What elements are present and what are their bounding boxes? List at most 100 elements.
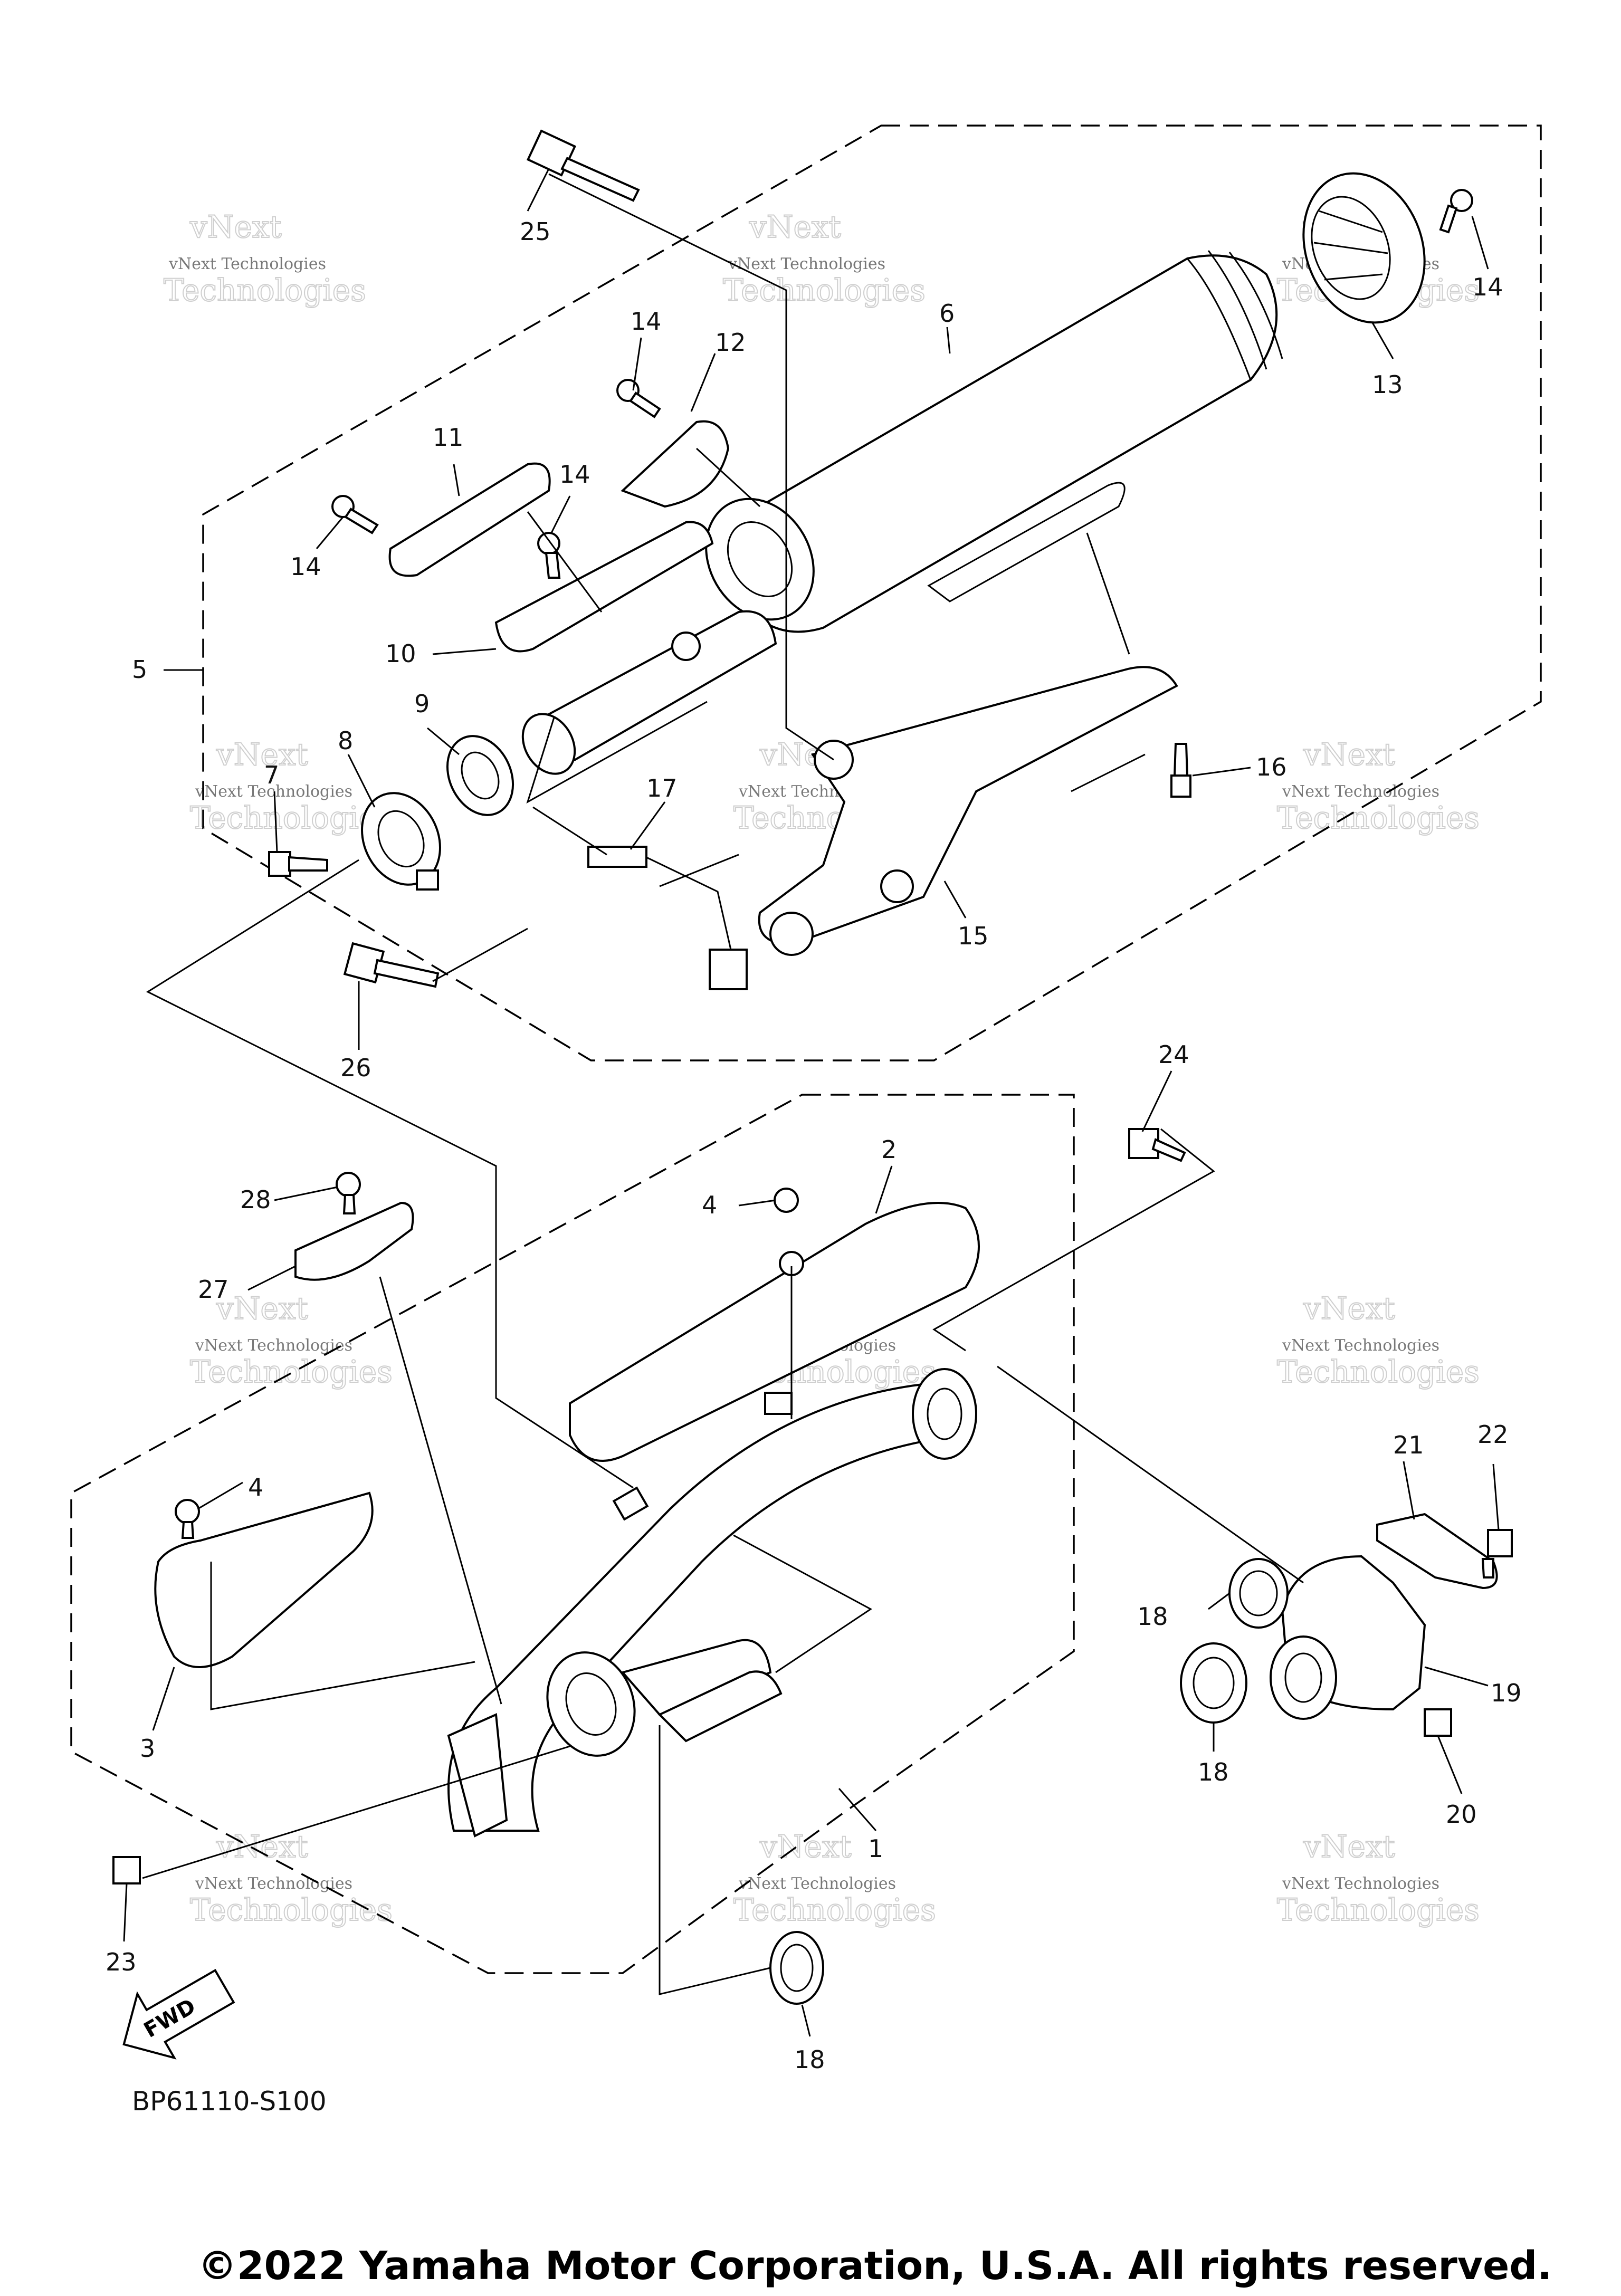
gasket-9 — [446, 735, 514, 816]
bolt-7 — [268, 851, 328, 877]
clamp-8 — [361, 792, 441, 891]
label-18: 18 — [1137, 1602, 1168, 1631]
copyright-notice: ©2022 Yamaha Motor Corporation, U.S.A. A… — [198, 2243, 1552, 2289]
watermark-technologies: Technologies — [1277, 1354, 1480, 1390]
watermark-text: vNext Technologies — [1282, 782, 1439, 801]
watermark-vnext: vNext — [216, 1829, 308, 1864]
gasket-18-b — [1180, 1642, 1247, 1724]
exhaust-cover-2 — [569, 1202, 980, 1462]
watermark-vnext: vNext — [749, 209, 841, 245]
watermark-vnext: vNext — [189, 209, 282, 245]
muffler-inlet-pipe — [521, 610, 777, 775]
screw-28 — [336, 1172, 361, 1214]
muffler-assembly-outline — [202, 125, 1542, 1061]
label-9: 9 — [414, 690, 430, 718]
label-18: 18 — [794, 2045, 825, 2074]
watermark-vnext: vNext — [1303, 1829, 1395, 1864]
watermark-vnext: vNext — [1303, 1290, 1395, 1326]
watermark-vnext: vNext — [759, 1829, 852, 1864]
part-labels: 25 6 14 13 12 14 11 14 14 5 10 9 8 7 17 … — [106, 217, 1522, 2074]
watermark: vNext vNext Technologies Technologies — [733, 1828, 937, 1928]
watermark-text: vNext Technologies — [1282, 1336, 1439, 1355]
oxygen-sensor-17 — [587, 846, 748, 990]
watermark: vNext vNext Technologies Technologies — [189, 1828, 393, 1928]
watermark-text: vNext Technologies — [728, 255, 885, 273]
watermark: vNext vNext Technologies Technologies — [1276, 1828, 1480, 1928]
nut-20 — [1424, 1708, 1452, 1737]
exhaust-pipe-1 — [447, 1368, 977, 1838]
watermark-text: vNext Technologies — [168, 255, 326, 273]
label-7: 7 — [264, 761, 279, 789]
label-12: 12 — [715, 328, 746, 357]
label-18: 18 — [1198, 1758, 1229, 1786]
label-19: 19 — [1491, 1679, 1522, 1707]
watermark-vnext: vNext — [216, 736, 308, 772]
label-14: 14 — [290, 552, 321, 581]
gasket-18-c — [769, 1931, 824, 2005]
label-5: 5 — [132, 655, 147, 684]
bolt-25 — [526, 129, 640, 202]
watermark-text: vNext Technologies — [195, 1336, 352, 1355]
label-6: 6 — [939, 299, 955, 328]
exhaust-joint-19 — [1270, 1555, 1426, 1720]
screw-14-c — [616, 379, 661, 418]
label-24: 24 — [1158, 1040, 1189, 1069]
bolt-26 — [343, 942, 440, 988]
watermark-vnext: vNext — [216, 1290, 308, 1326]
diagram-code: BP61110-S100 — [132, 2086, 327, 2117]
screw-14-d — [1439, 189, 1473, 234]
label-21: 21 — [1393, 1431, 1424, 1459]
watermark: vNext vNext Technologies Technologies — [163, 208, 367, 309]
label-28: 28 — [240, 1185, 271, 1214]
protector-12 — [621, 420, 730, 508]
label-8: 8 — [338, 726, 353, 755]
label-17: 17 — [646, 774, 678, 802]
watermark-text: vNext Technologies — [738, 1874, 896, 1893]
watermark-technologies: Technologies — [164, 272, 366, 308]
label-26: 26 — [340, 1054, 371, 1082]
label-4: 4 — [702, 1191, 717, 1219]
watermark-technologies: Technologies — [190, 1354, 393, 1390]
watermark-technologies: Technologies — [723, 272, 926, 308]
watermark-technologies: Technologies — [190, 1892, 393, 1928]
leader-lines — [142, 173, 1304, 1995]
label-4: 4 — [248, 1473, 263, 1501]
heat-protector-10 — [494, 521, 714, 653]
watermark: vNext vNext Technologies Technologies — [189, 736, 393, 836]
muffler-end-cap — [1302, 172, 1426, 324]
watermark: vNext vNext Technologies Technologies — [1276, 1290, 1480, 1390]
screw-4-a — [774, 1188, 804, 1276]
gasket-18-a — [1228, 1558, 1289, 1629]
label-23: 23 — [106, 1948, 137, 1976]
label-14: 14 — [631, 307, 662, 336]
watermark-technologies: Technologies — [733, 1892, 936, 1928]
watermark-text: vNext Technologies — [195, 782, 352, 801]
protector-11 — [388, 462, 551, 577]
watermark: vNext vNext Technologies Technologies — [1276, 736, 1480, 836]
label-3: 3 — [140, 1734, 155, 1763]
label-11: 11 — [433, 423, 464, 452]
label-22: 22 — [1477, 1420, 1509, 1449]
bolt-24 — [1128, 1128, 1186, 1162]
label-1: 1 — [868, 1834, 883, 1863]
nut-23 — [112, 1856, 141, 1884]
label-13: 13 — [1372, 370, 1403, 399]
label-14: 14 — [559, 460, 590, 489]
watermark-technologies: Technologies — [190, 800, 393, 836]
label-27: 27 — [198, 1275, 229, 1304]
label-2: 2 — [881, 1135, 897, 1164]
watermark: vNext vNext Technologies Technologies — [722, 208, 926, 309]
label-20: 20 — [1446, 1800, 1477, 1829]
protector-21 — [1376, 1513, 1498, 1590]
muffler-stay-15 — [758, 666, 1178, 956]
muffler-body — [705, 250, 1283, 633]
watermark-vnext: vNext — [1303, 736, 1395, 772]
watermark-text: vNext Technologies — [1282, 1874, 1439, 1893]
protector-27 — [294, 1201, 414, 1281]
label-16: 16 — [1256, 753, 1287, 781]
watermark-technologies: Technologies — [1277, 1892, 1480, 1928]
label-14: 14 — [1472, 273, 1503, 301]
screw-4-b — [175, 1499, 200, 1539]
bolt-22 — [1481, 1529, 1513, 1578]
screw-14-a — [331, 495, 379, 534]
